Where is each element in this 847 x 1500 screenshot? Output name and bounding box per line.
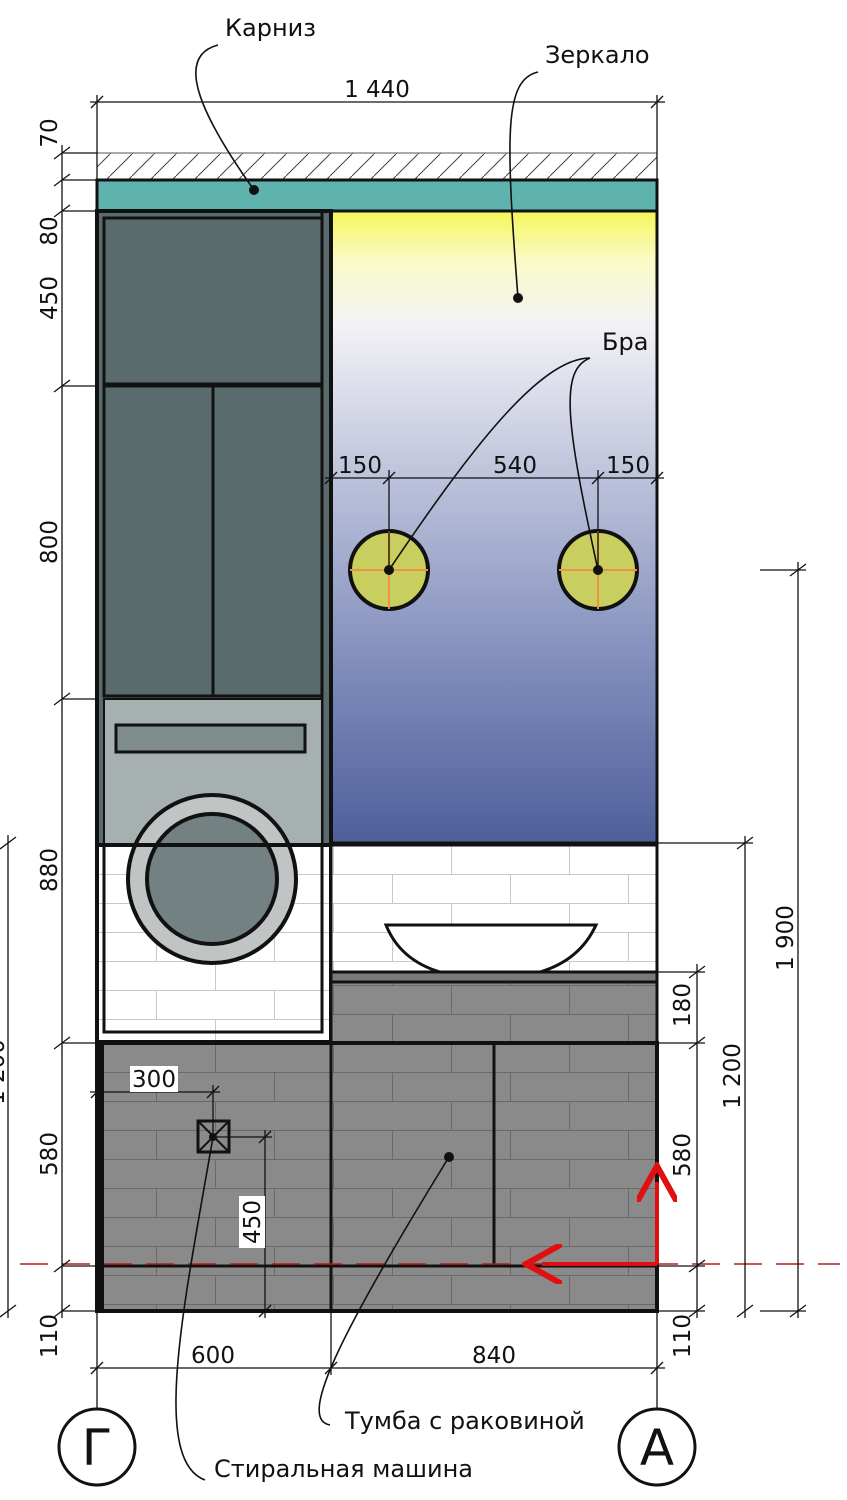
dim-top-width: 1 440 (344, 77, 410, 103)
dim-sconce-150-right: 150 (606, 453, 650, 479)
dim-outlet-450: 450 (240, 1200, 266, 1244)
mirror (329, 209, 659, 845)
dim-bottom-840: 840 (472, 1343, 516, 1369)
axis-label-left: Г (82, 1419, 113, 1477)
dim-h450: 450 (37, 276, 63, 320)
label-vanity: Тумба с раковиной (344, 1407, 585, 1435)
dim-sconce-540: 540 (493, 453, 537, 479)
dim-h70: 70 (37, 118, 63, 147)
dim-h110-right: 110 (670, 1314, 696, 1358)
tall-cabinet (95, 209, 333, 847)
dim-left-1200-partial: 1 200 (0, 1039, 10, 1105)
leaders (175, 44, 599, 1481)
dim-h800: 800 (37, 520, 63, 564)
label-washer: Стиральная машина (214, 1455, 473, 1483)
dim-h580-right: 580 (670, 1133, 696, 1177)
axis-bubble-left: Г (57, 1407, 137, 1487)
ceiling-zone (96, 152, 658, 181)
cornice (95, 178, 659, 213)
dim-h880: 880 (37, 848, 63, 892)
coordinate-axes-marker (542, 1182, 657, 1264)
axis-bubble-right: А (617, 1407, 697, 1487)
dim-bottom-600: 600 (191, 1343, 235, 1369)
dim-h110-left: 110 (37, 1314, 63, 1358)
label-sconce: Бра (602, 328, 648, 356)
label-cornice: Карниз (225, 14, 316, 42)
dim-h580-left: 580 (37, 1132, 63, 1176)
dim-h180: 180 (670, 983, 696, 1027)
dim-h1200: 1 200 (720, 1043, 746, 1109)
dim-sconce-150-left: 150 (338, 453, 382, 479)
dim-h1900: 1 900 (773, 905, 799, 971)
axis-label-right: А (640, 1419, 674, 1477)
label-mirror: Зеркало (545, 41, 650, 69)
washing-machine (102, 723, 324, 1034)
dim-h80: 80 (37, 216, 63, 245)
dim-outlet-300: 300 (132, 1067, 176, 1093)
